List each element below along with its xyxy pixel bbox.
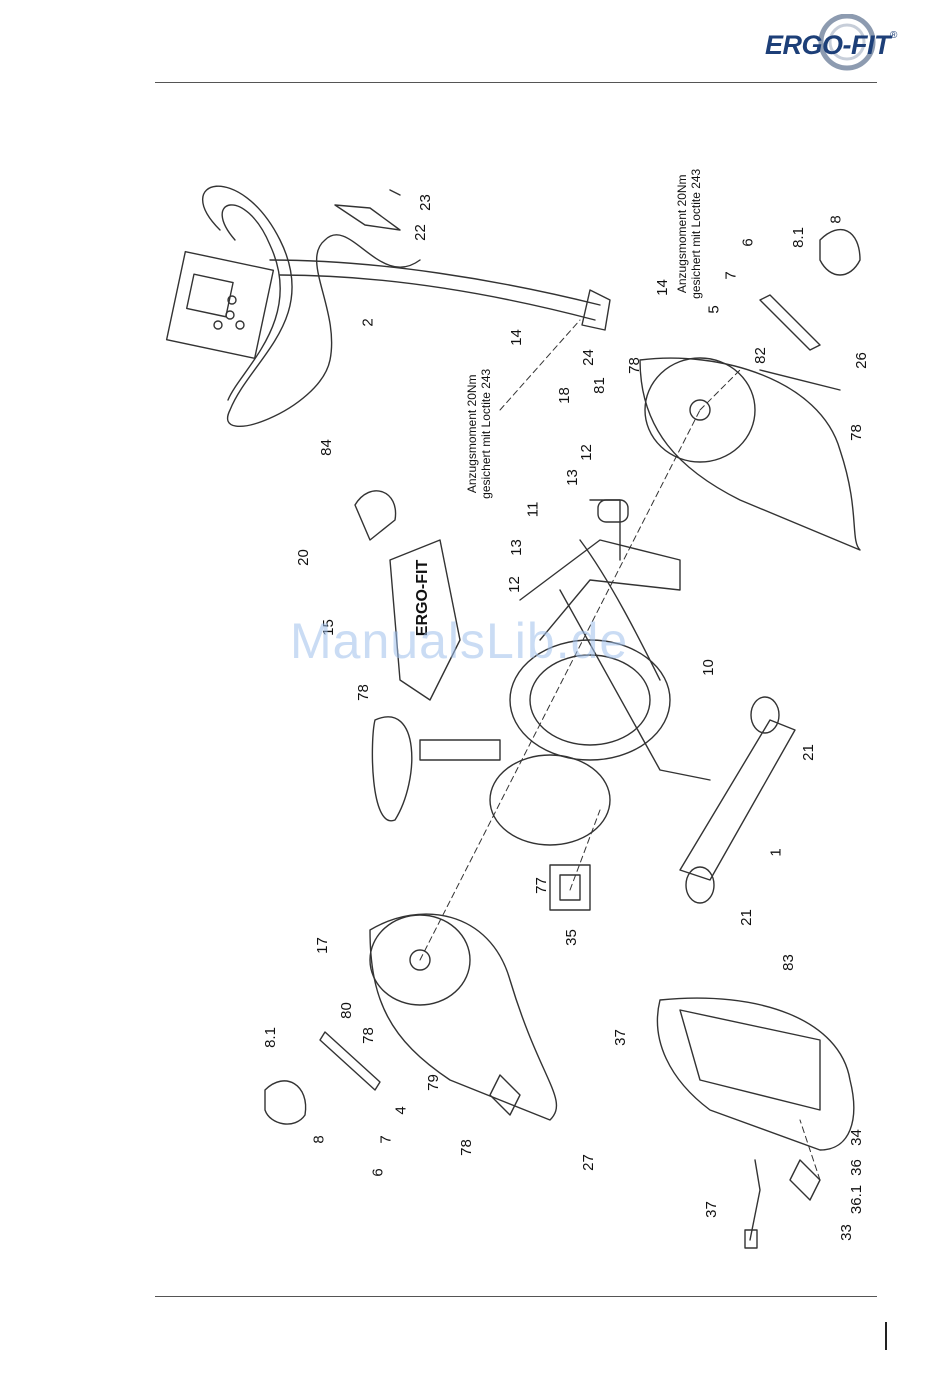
exploded-parts-diagram: 23 22 2 14 14 24 84 20 15 78 12 13 11 13… (120, 120, 900, 1280)
torque-note-line: gesichert mit Loctite 243 (480, 369, 494, 499)
logo-registered-mark: ® (890, 30, 897, 41)
console (167, 252, 274, 359)
footer-rule (155, 1296, 877, 1297)
right-pedal (820, 230, 860, 275)
part-label: 11 (525, 502, 540, 518)
part-label: 78 (627, 357, 642, 374)
part-label: 36.1 (849, 1185, 864, 1214)
left-pedal (265, 1081, 306, 1124)
page-marker (885, 1322, 887, 1350)
part-label: 24 (581, 349, 596, 366)
part-label: 27 (581, 1154, 596, 1171)
torque-note-line: gesichert mit Loctite 243 (690, 169, 704, 299)
part-label: 35 (564, 929, 579, 946)
part-label: 6 (371, 1168, 386, 1176)
part-label: 8.1 (263, 1027, 278, 1048)
handlebar (203, 186, 420, 426)
part-label: 17 (315, 937, 330, 954)
bottom-cover (657, 998, 853, 1150)
part-label: 8 (829, 215, 844, 223)
part-label: 12 (507, 576, 522, 593)
part-label: 84 (319, 439, 334, 456)
torque-note-left: Anzugsmoment 20Nm gesichert mit Loctite … (466, 369, 494, 499)
part-label: 22 (413, 224, 428, 241)
part-label: 80 (339, 1002, 354, 1019)
part-label: 37 (613, 1029, 628, 1046)
part-label: 83 (781, 954, 796, 971)
part-label: 18 (557, 387, 572, 404)
part-label: 21 (739, 909, 754, 926)
part-label: 34 (849, 1129, 864, 1146)
part-label: 1 (769, 848, 784, 856)
right-crank (760, 295, 820, 350)
part-label: 37 (704, 1201, 719, 1218)
part-label: 36 (849, 1159, 864, 1176)
part-label: 78 (849, 424, 864, 441)
part-label: 13 (509, 539, 524, 556)
part-label: 10 (701, 659, 716, 676)
part-label: 2 (361, 318, 376, 326)
part-label: 7 (724, 271, 739, 279)
torque-note-line: Anzugsmoment 20Nm (676, 169, 690, 299)
part-label: 5 (707, 305, 722, 313)
part-label: 8 (312, 1135, 327, 1143)
handlebar-stem (270, 260, 600, 305)
torque-note-right: Anzugsmoment 20Nm gesichert mit Loctite … (676, 169, 704, 299)
seat (372, 717, 411, 821)
part-label: 6 (741, 238, 756, 246)
part-label: 82 (753, 347, 768, 364)
part-label: 20 (296, 549, 311, 566)
watermark: ManualsLib.de (290, 612, 628, 670)
part-label: 21 (801, 744, 816, 761)
torque-note-line: Anzugsmoment 20Nm (466, 369, 480, 499)
diagram-drawing (120, 120, 900, 1280)
seat-post (420, 740, 500, 760)
part-label: 8.1 (791, 227, 806, 248)
part-label: 26 (854, 352, 869, 369)
front-stabilizer (590, 500, 620, 560)
part-label: 78 (356, 684, 371, 701)
part-label: 14 (509, 329, 524, 346)
part-label: 78 (459, 1139, 474, 1156)
part-label: 33 (839, 1224, 854, 1241)
part-label: 4 (394, 1106, 409, 1114)
part-label: 12 (579, 444, 594, 461)
part-label: 81 (592, 377, 607, 394)
part-label: 77 (534, 877, 549, 894)
part-label: 78 (361, 1027, 376, 1044)
logo-text: ERGO-FIT (765, 30, 890, 61)
part-label: 79 (426, 1074, 441, 1091)
part-label: 13 (565, 469, 580, 486)
power-cord (750, 1160, 760, 1240)
header-rule (155, 82, 877, 83)
motor-unit (550, 865, 590, 910)
part-label: 14 (655, 279, 670, 296)
part-label: 7 (379, 1135, 394, 1143)
left-side-cover (370, 914, 556, 1120)
part-label: 23 (418, 194, 433, 211)
